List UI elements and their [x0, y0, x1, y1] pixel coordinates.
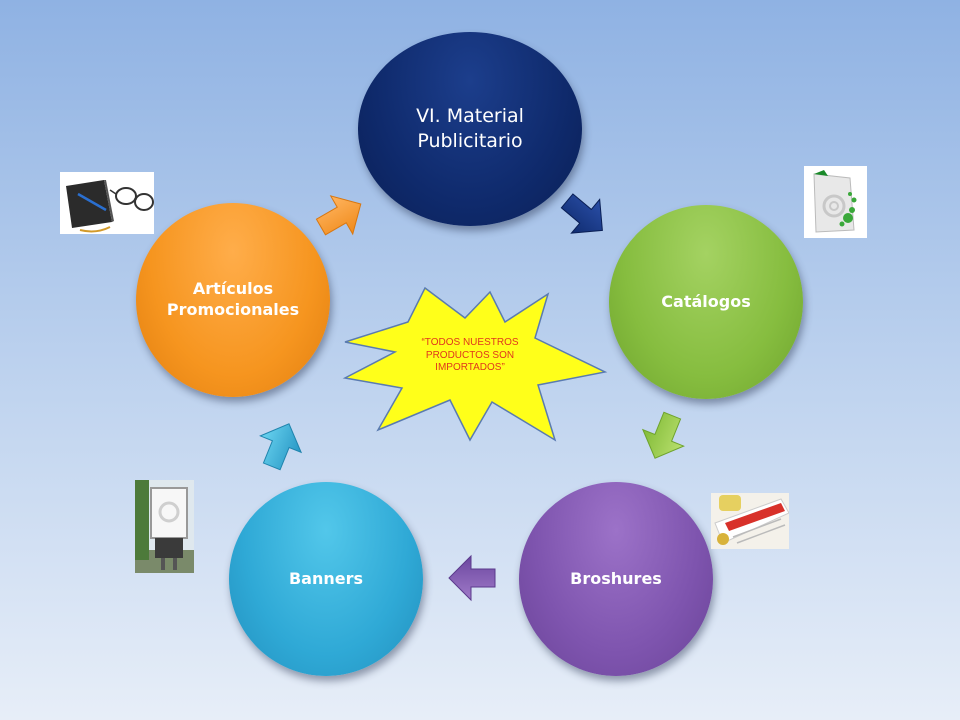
billboard-icon [135, 480, 194, 573]
notebook-glasses-icon [60, 172, 154, 234]
center-node: VI. Material Publicitario [358, 32, 582, 226]
node-banners-label: Banners [288, 568, 364, 588]
arrow-main-to-catalogos [560, 193, 603, 234]
node-broshures: Broshures [519, 482, 713, 676]
callout-text: “TODOS NUESTROS PRODUCTOS SON IMPORTADOS… [421, 337, 519, 373]
node-broshures-label: Broshures [570, 568, 662, 588]
arrow-broshures-to-banners [448, 554, 496, 602]
arrow-catalogos-to-broshures [641, 411, 685, 459]
node-articulos: Artículos Promocionales [136, 203, 330, 397]
center-node-label: VI. Material Publicitario [416, 105, 524, 152]
node-catalogos-label: Catálogos [661, 291, 751, 311]
node-articulos-label: Artículos Promocionales [166, 279, 300, 319]
callout-burst [342, 286, 608, 442]
shopping-list-icon [711, 493, 789, 549]
arrow-banners-to-articulos [259, 423, 303, 471]
catalog-icon [804, 166, 867, 238]
arrow-articulos-to-main [315, 195, 362, 236]
node-catalogos: Catálogos [609, 205, 803, 399]
node-banners: Banners [229, 482, 423, 676]
